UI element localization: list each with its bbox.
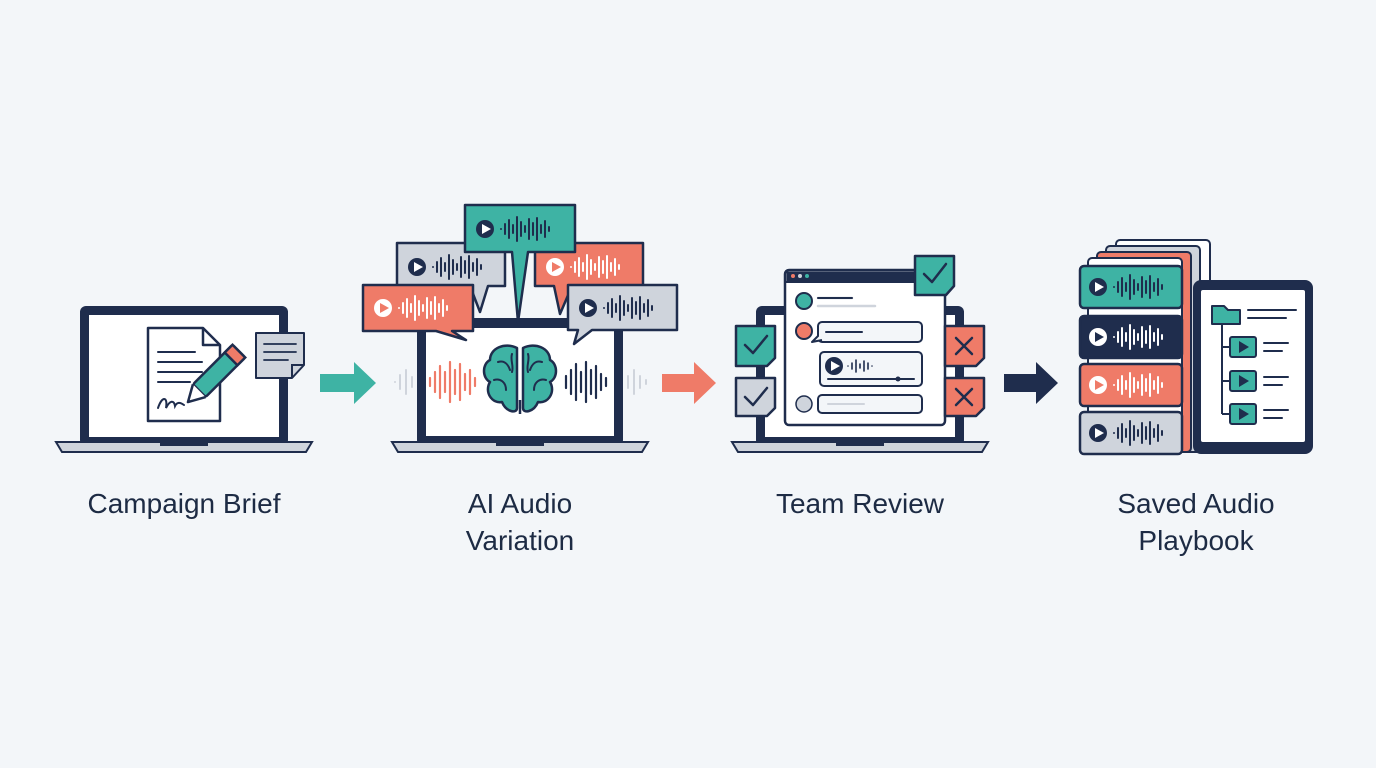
approve-check-icon: [913, 254, 956, 297]
step-team-review-illustration: [730, 254, 990, 453]
laptop-icon: [390, 318, 650, 453]
folder-tree-icon: [1211, 305, 1297, 425]
flow-arrow-1: [320, 362, 376, 404]
reject-x-icon: [943, 324, 986, 368]
step-label-line: Campaign Brief: [87, 488, 281, 519]
flow-arrow-3: [1004, 362, 1058, 404]
pencil-icon: [186, 342, 248, 404]
audio-bubble-icon: [566, 283, 679, 346]
approve-check-icon: [734, 324, 777, 368]
step-label-line: AI Audio: [467, 488, 573, 519]
reject-x-icon: [943, 376, 986, 418]
step-label-saved-audio-playbook: Saved Audio Playbook: [1046, 485, 1346, 559]
step-label-ai-audio-variation: AI Audio Variation: [370, 485, 670, 559]
brain-icon: [482, 344, 558, 414]
flow-arrow-2: [662, 362, 716, 404]
step-label-line: Saved Audio: [1117, 488, 1275, 519]
audio-bubble-icon: [533, 241, 645, 316]
step-label-team-review: Team Review: [710, 485, 1010, 522]
audio-bubble-icon: [361, 283, 475, 342]
step-campaign-brief-illustration: [54, 306, 314, 453]
step-saved-audio-playbook-illustration: [1078, 239, 1313, 456]
step-ai-audio-variation-illustration: [361, 203, 679, 453]
waveform-icon: [394, 360, 647, 404]
audio-bubble-icon: [463, 203, 577, 324]
sticky-note-icon: [255, 332, 305, 379]
audio-card-stack-icon: [1078, 239, 1211, 456]
step-label-campaign-brief: Campaign Brief: [34, 485, 334, 522]
step-label-line: Playbook: [1138, 525, 1254, 556]
step-label-line: Variation: [465, 525, 575, 556]
step-label-line: Team Review: [775, 488, 945, 519]
approve-check-icon: [734, 376, 777, 418]
